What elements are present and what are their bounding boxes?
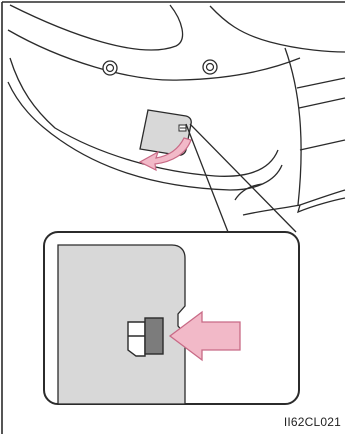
figure-code-label: II62CL021 xyxy=(284,415,341,429)
callout-lines xyxy=(186,124,296,232)
latch-hook xyxy=(128,318,163,356)
bumper-outline xyxy=(8,5,345,215)
bolt-right xyxy=(203,60,217,74)
detail-panel xyxy=(58,245,185,404)
lid-latch-small xyxy=(179,125,186,131)
bolt-left xyxy=(103,61,117,75)
